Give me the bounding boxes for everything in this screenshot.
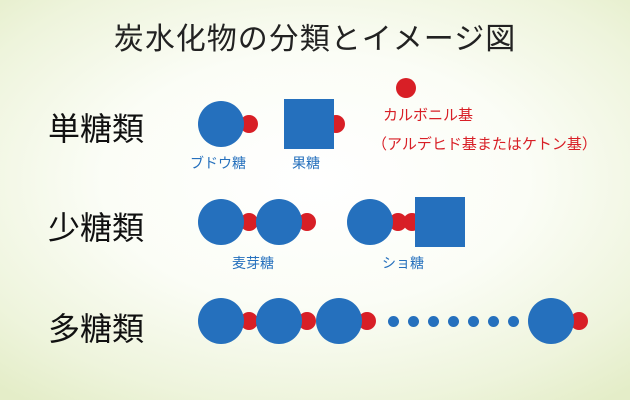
legend-carbonyl-note: （アルデヒド基またはケトン基） bbox=[372, 135, 597, 153]
row-label-monosaccharide: 単糖類 bbox=[48, 110, 145, 148]
carbonyl-dot bbox=[298, 312, 316, 330]
caption-fructose: 果糖 bbox=[292, 156, 320, 172]
legend-carbonyl-dot bbox=[396, 78, 416, 98]
glucose-circle bbox=[198, 101, 244, 147]
ellipsis-dot bbox=[488, 316, 499, 327]
glucose-circle bbox=[347, 199, 393, 245]
glucose-circle bbox=[198, 298, 244, 344]
row-label-oligosaccharide: 少糖類 bbox=[48, 209, 145, 247]
glucose-circle bbox=[256, 199, 302, 245]
carbonyl-dot bbox=[570, 312, 588, 330]
carbonyl-dot bbox=[358, 312, 376, 330]
carbonyl-dot bbox=[240, 312, 258, 330]
caption-sucrose: ショ糖 bbox=[382, 256, 424, 272]
row-label-polysaccharide: 多糖類 bbox=[48, 310, 145, 348]
diagram-title: 炭水化物の分類とイメージ図 bbox=[113, 22, 517, 57]
ellipsis-dot bbox=[428, 316, 439, 327]
ellipsis-dot bbox=[408, 316, 419, 327]
fructose-square bbox=[284, 99, 334, 149]
carbonyl-dot bbox=[240, 213, 258, 231]
legend-carbonyl-label: カルボニル基 bbox=[383, 106, 474, 124]
carbonyl-dot bbox=[240, 115, 258, 133]
caption-glucose: ブドウ糖 bbox=[190, 156, 246, 172]
glucose-circle bbox=[316, 298, 362, 344]
glucose-circle bbox=[198, 199, 244, 245]
ellipsis-dot bbox=[388, 316, 399, 327]
carbonyl-dot bbox=[389, 213, 407, 231]
glucose-circle bbox=[256, 298, 302, 344]
glucose-circle bbox=[528, 298, 574, 344]
carbonyl-dot bbox=[298, 213, 316, 231]
ellipsis-dot bbox=[508, 316, 519, 327]
caption-maltose: 麦芽糖 bbox=[232, 256, 274, 272]
ellipsis-dot bbox=[468, 316, 479, 327]
ellipsis-dot bbox=[448, 316, 459, 327]
fructose-square bbox=[415, 197, 465, 247]
